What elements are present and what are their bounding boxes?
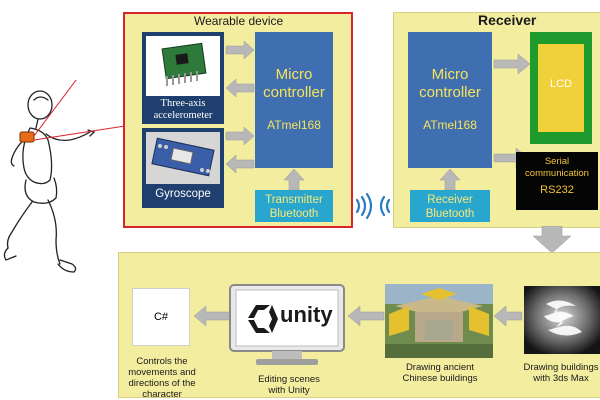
serial-line3: RS232 <box>540 184 574 196</box>
receiver-mc-title: Micro controller <box>419 66 481 101</box>
receiver-bt-arrow <box>439 168 461 190</box>
lcd-frame: LCD <box>530 32 592 144</box>
caption-editing: Editing scenes with Unity <box>258 374 320 396</box>
accelerometer-box: Three-axis accelerometer <box>142 32 224 124</box>
lcd-label: LCD <box>549 78 572 90</box>
wearable-mc-chip: ATmel168 <box>267 118 321 132</box>
transmitter-bluetooth: Transmitter Bluetooth <box>255 190 333 222</box>
person-sketch-icon <box>3 80 125 273</box>
gyroscope-board-icon <box>151 137 215 177</box>
csharp-box: C# <box>132 288 190 346</box>
serial-line2: communication <box>525 168 589 179</box>
buildings-to-unity-arrow <box>347 305 385 327</box>
lcd-screen: LCD <box>538 44 584 132</box>
wearable-mc-title: Micro controller <box>263 66 325 101</box>
accelerometer-label: Three-axis accelerometer <box>153 98 213 121</box>
receiver-bluetooth: Receiver Bluetooth <box>410 190 490 222</box>
receiver-mc-chip: ATmel168 <box>423 118 477 132</box>
wearable-bt-arrow <box>283 168 305 190</box>
gyroscope-label: Gyroscope <box>155 188 211 200</box>
monitor-icon <box>229 284 345 365</box>
receiver-title: Receiver <box>478 12 537 28</box>
unity-to-csharp-arrow <box>193 305 231 327</box>
sensor-arrows <box>225 40 255 174</box>
serial-line1: Serial <box>544 156 570 167</box>
wearable-microcontroller: Micro controller ATmel168 <box>255 32 333 168</box>
csharp-label: C# <box>153 311 169 323</box>
receiver-microcontroller: Micro controller ATmel168 <box>408 32 492 168</box>
3ds-max-logo-icon <box>524 286 600 354</box>
down-arrow <box>532 226 572 254</box>
caption-controls: Controls the movements and directions of… <box>128 356 196 400</box>
unity-wordmark: unity <box>280 302 333 327</box>
wireless-signal-icon <box>355 192 391 220</box>
gyroscope-box: Gyroscope <box>142 128 224 208</box>
3ds-to-buildings-arrow <box>493 305 523 327</box>
wearable-title: Wearable device <box>194 14 284 28</box>
caption-drawing-ancient: Drawing ancient Chinese buildings <box>402 362 478 384</box>
serial-communication-box: Serial communication RS232 <box>516 152 598 210</box>
buildings-render-icon <box>385 284 493 358</box>
accelerometer-board-icon <box>161 42 207 86</box>
caption-3ds: Drawing buildings with 3ds Max <box>523 362 599 384</box>
